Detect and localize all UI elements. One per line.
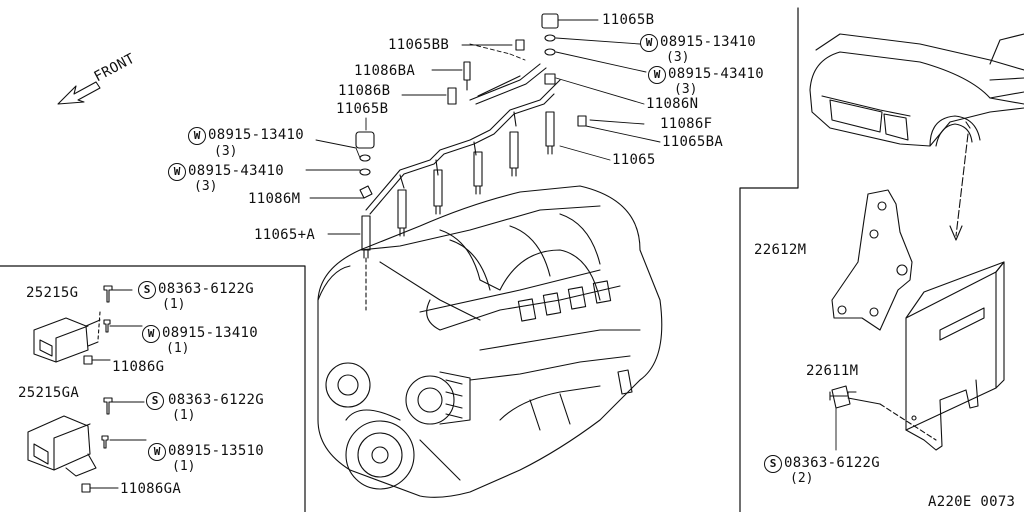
- injection-lines-drawing: [365, 63, 561, 215]
- washer-part-number: 08915-13410: [660, 34, 757, 50]
- quantity: (3): [674, 82, 698, 97]
- injectors-drawing: [361, 61, 555, 311]
- part-label-22612m: 22612M: [754, 242, 807, 258]
- screw-part-number: 08363-6122G: [158, 281, 255, 297]
- quantity: (1): [162, 297, 186, 312]
- top-fittings-drawing: [355, 13, 587, 199]
- washer-part-number: 08915-43410: [188, 163, 285, 179]
- washer-part-number: 08915-13410: [162, 325, 259, 341]
- box-fasteners-drawing: [89, 285, 147, 489]
- screw-part-number: 08363-6122G: [784, 455, 881, 471]
- washer-symbol-icon: W: [640, 34, 658, 52]
- quantity: (3): [666, 50, 690, 65]
- quantity: (1): [166, 341, 190, 356]
- quantity: (1): [172, 459, 196, 474]
- quantity: (3): [214, 144, 238, 159]
- diagram-code: A220E 0073: [928, 494, 1016, 510]
- washer-symbol-icon: W: [648, 66, 666, 84]
- washer-part-number: 08915-13510: [168, 443, 265, 459]
- screw-symbol-icon: S: [146, 392, 164, 410]
- part-label-11086n: 11086N: [646, 96, 699, 112]
- part-label-11065b: 11065B: [602, 12, 655, 28]
- vehicle-drawing: [809, 33, 1024, 241]
- washer-part-number: 08915-43410: [668, 66, 765, 82]
- part-label-11086ga: 11086GA: [120, 481, 182, 497]
- part-label-11065bb: 11065BB: [388, 37, 450, 53]
- part-label-11086g: 11086G: [112, 359, 165, 375]
- quantity: (2): [790, 471, 814, 486]
- washer-symbol-icon: W: [142, 325, 160, 343]
- quantity: (1): [172, 408, 196, 423]
- control-unit-drawing: [829, 261, 1005, 451]
- part-label-11086b: 11086B: [338, 83, 391, 99]
- leader-lines: [305, 19, 661, 235]
- part-label-11065: 11065: [612, 152, 656, 168]
- engine-block-drawing: [317, 185, 663, 498]
- screw-part-number: 08363-6122G: [168, 392, 265, 408]
- bracket-drawing: [831, 189, 913, 331]
- part-label-11065ba: 11065BA: [662, 134, 724, 150]
- relay-2-drawing: [27, 415, 97, 493]
- washer-symbol-icon: W: [168, 163, 186, 181]
- part-label-11086f: 11086F: [660, 116, 713, 132]
- quantity: (3): [194, 179, 218, 194]
- part-label-11086ba: 11086BA: [354, 63, 416, 79]
- washer-symbol-icon: W: [148, 443, 166, 461]
- part-label-25215ga: 25215GA: [18, 385, 80, 401]
- washer-part-number: 08915-13410: [208, 127, 305, 143]
- part-label-11065-a: 11065+A: [254, 227, 316, 243]
- relay-1-drawing: [33, 317, 101, 365]
- part-label-22611m: 22611M: [806, 363, 859, 379]
- part-label-25215g: 25215G: [26, 285, 79, 301]
- front-arrow-icon: [57, 81, 101, 105]
- screw-symbol-icon: S: [138, 281, 156, 299]
- part-label-11086m: 11086M: [248, 191, 301, 207]
- part-label-11065b-left: 11065B: [336, 101, 389, 117]
- screw-symbol-icon: S: [764, 455, 782, 473]
- washer-symbol-icon: W: [188, 127, 206, 145]
- panel-borders: [0, 7, 799, 512]
